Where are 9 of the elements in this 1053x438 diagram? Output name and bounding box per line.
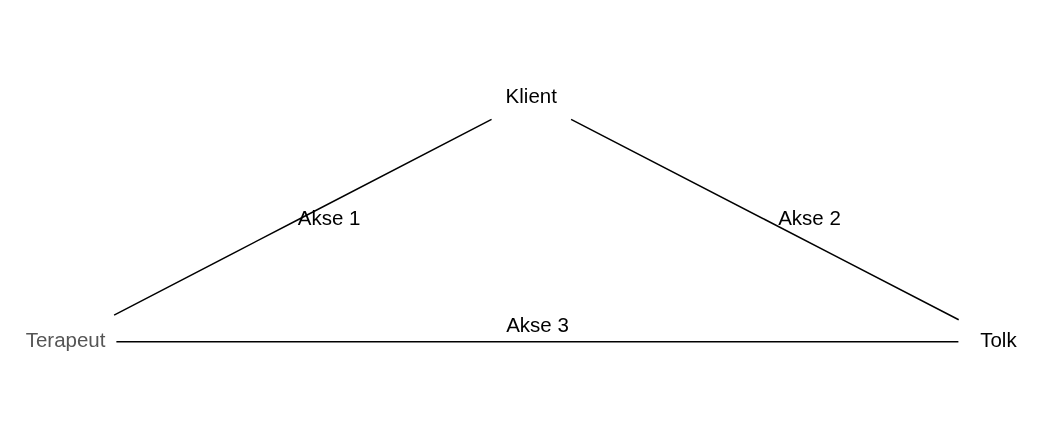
node-text: Terapeut (25, 327, 106, 351)
edge-label: Akse 3 (506, 312, 569, 336)
connector (570, 118, 960, 320)
edge-label: Akse 1 (297, 205, 361, 229)
connector (115, 340, 960, 342)
connector (113, 118, 493, 316)
node-text: Klient (505, 83, 557, 107)
node-text: Tolk (980, 327, 1017, 351)
edge-label: Akse 2 (778, 205, 841, 229)
